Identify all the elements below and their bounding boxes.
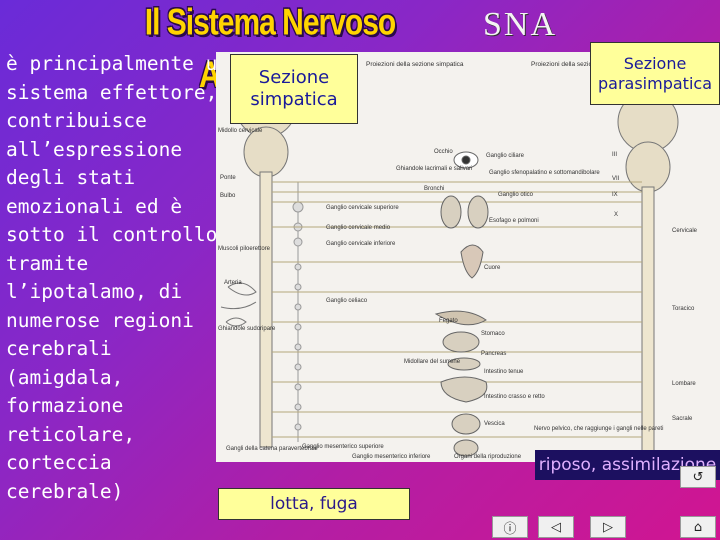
label-cervicale: Cervicale — [672, 228, 698, 234]
label-ganglio-otico: Ganglio otico — [498, 192, 534, 198]
label-lombare: Lombare — [672, 381, 696, 387]
slide-title: Il Sistema Nervoso Autonomo — [144, 1, 396, 96]
return-icon: ↺ — [692, 469, 704, 485]
label-ponte: Ponte — [220, 175, 236, 181]
label-nervo-iii: III — [612, 152, 617, 158]
home-icon: ⌂ — [693, 519, 703, 535]
label-ganglio-sfenopalatino: Ganglio sfenopalatino e sottomandibolare — [489, 170, 600, 176]
slide-body-text: è principalmente un sistema effettore, c… — [6, 52, 230, 503]
label-midollo-cervicale: Midollo cervicale — [218, 128, 263, 134]
label-intestino-tenue: Intestino tenue — [484, 369, 524, 375]
organ-shapes — [434, 151, 489, 457]
label-ganglio-mesenterico-inferiore: Ganglio mesenterico inferiore — [352, 454, 431, 460]
label-midollare-surrene: Midollare del surrene — [404, 359, 461, 365]
label-gangli-catena-paravertebrale: Gangli della catena paravertebrale — [226, 446, 318, 452]
label-ganglio-ciliare: Ganglio ciliare — [486, 153, 525, 159]
label-ghiandole-lacrimali: Ghiandole lacrimali e salivari — [396, 166, 472, 172]
label-ganglio-cervicale-superiore: Ganglio cervicale superiore — [326, 205, 399, 211]
label-ganglio-mesenterico-superiore: Ganglio mesenterico superiore — [302, 444, 384, 450]
info-button[interactable]: ⓘ — [492, 516, 528, 538]
fight-flight-label-box: lotta, fuga — [218, 488, 410, 520]
label-nervo-x: X — [614, 212, 618, 218]
label-muscoli-piloerettore: Muscoli piloerettore — [218, 246, 271, 252]
parasympathetic-label-box: Sezione parasimpatica — [590, 42, 720, 105]
label-vescica: Vescica — [484, 421, 505, 427]
sympathetic-label-box: Sezione simpatica — [230, 54, 358, 124]
next-icon: ▷ — [603, 519, 613, 535]
header-right-label: Proiezioni della sezione parasimpatica — [531, 61, 642, 68]
label-nervo-ix: IX — [612, 192, 618, 198]
header-left-label: Proiezioni della sezione simpatica — [366, 61, 464, 68]
label-nervo-vii: VII — [612, 176, 620, 182]
label-ganglio-celiaco: Ganglio celiaco — [326, 298, 368, 304]
label-bronchi: Bronchi — [424, 186, 444, 192]
label-ganglio-cervicale-medio: Ganglio cervicale medio — [326, 225, 391, 231]
label-cuore: Cuore — [484, 265, 501, 271]
label-fegato: Fegato — [439, 318, 458, 324]
sympathetic-chain — [292, 182, 304, 442]
return-button[interactable]: ↺ — [680, 466, 716, 488]
diagram-labels: Proiezioni della sezione simpatica Proie… — [218, 61, 698, 460]
label-bulbo: Bulbo — [220, 193, 236, 199]
label-pancreas: Pancreas — [481, 351, 506, 357]
label-toracico: Toracico — [672, 306, 695, 312]
left-effector-sketch — [220, 282, 257, 327]
home-button[interactable]: ⌂ — [680, 516, 716, 538]
right-spinal-cord — [617, 91, 679, 458]
prev-button[interactable]: ◁ — [538, 516, 574, 538]
label-intestino-crasso: Intestino crasso e retto — [484, 394, 545, 400]
label-stomaco: Stomaco — [481, 331, 505, 337]
label-nervo-pelvico: Nervo pelvico, che raggiunge i gangli ne… — [534, 426, 663, 432]
label-arteria: Arteria — [224, 280, 242, 286]
info-icon: ⓘ — [503, 521, 517, 537]
label-ganglio-cervicale-inferiore: Ganglio cervicale inferiore — [326, 241, 396, 247]
label-occhio: Occhio — [434, 149, 453, 155]
label-organi-riproduzione: Organi della riproduzione — [454, 454, 522, 460]
next-button[interactable]: ▷ — [590, 516, 626, 538]
prev-icon: ◁ — [551, 519, 561, 535]
label-ghiandole-sudoripare: Ghiandole sudoripare — [218, 326, 276, 332]
label-esofago-polmoni: Esofago e polmoni — [489, 218, 539, 224]
slide-title-abbrev: SNA — [483, 6, 558, 43]
label-sacrale: Sacrale — [672, 416, 693, 422]
